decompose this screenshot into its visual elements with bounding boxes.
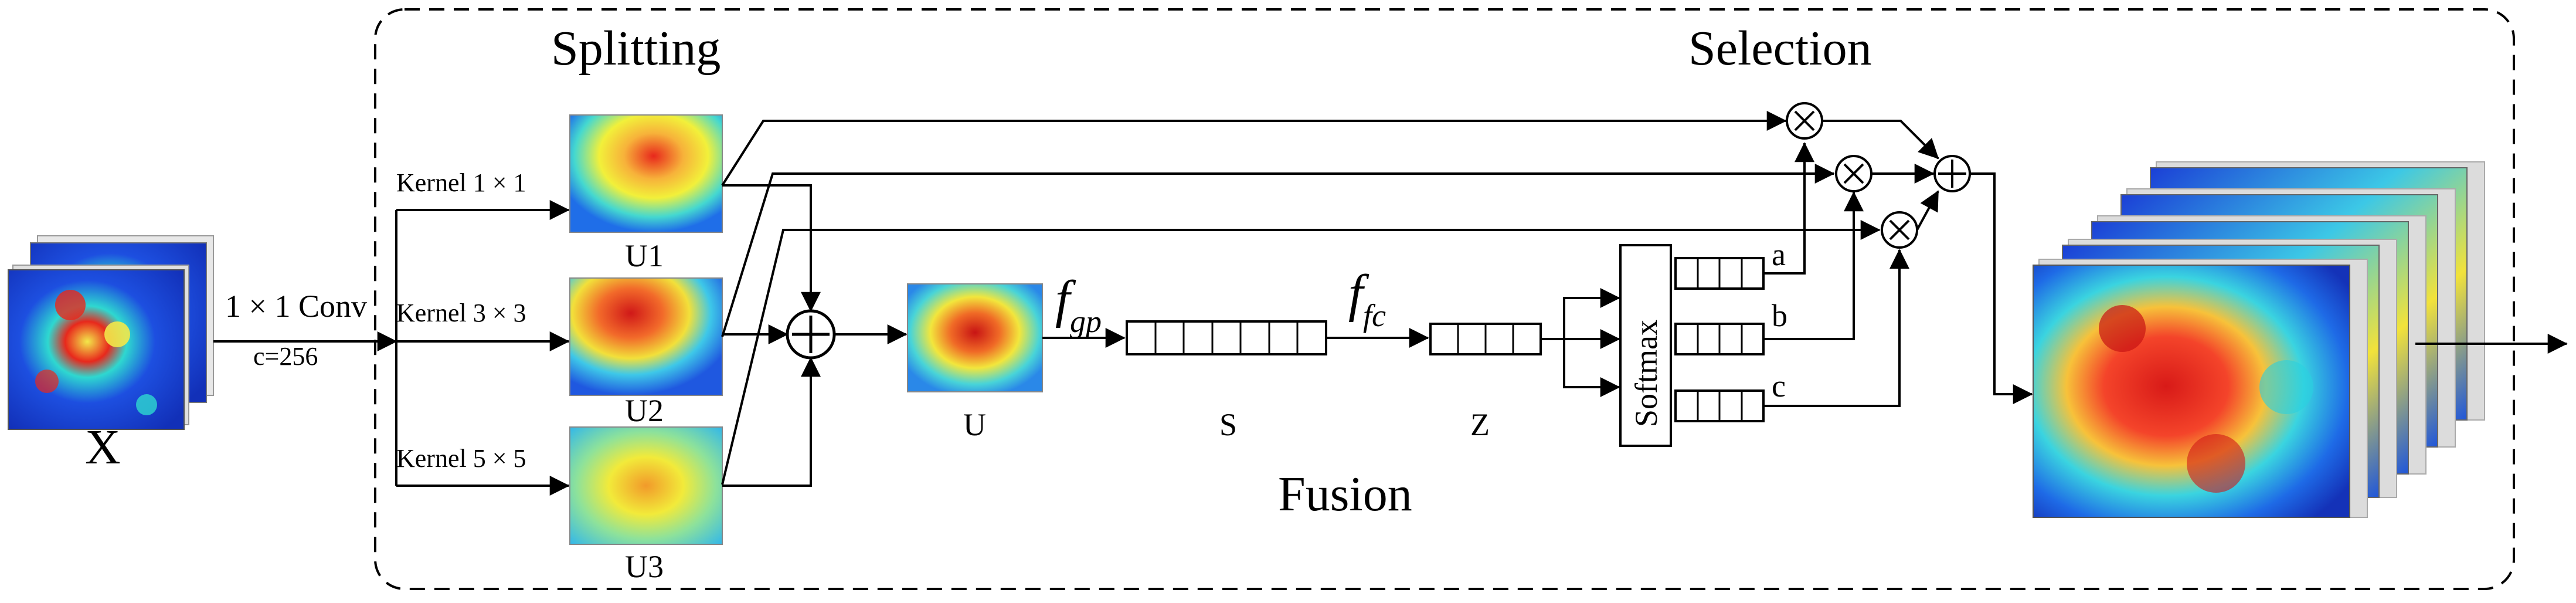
s-vector — [1126, 320, 1327, 355]
u-feature-map — [907, 283, 1043, 392]
multiply-node-c — [1881, 211, 1918, 249]
input-feature-map-x — [8, 235, 214, 430]
s-label: S — [1219, 407, 1237, 442]
multiply-node-b — [1835, 155, 1872, 192]
u1-label: U1 — [625, 238, 664, 273]
attention-vector-b — [1674, 323, 1765, 355]
weight-c-label: c — [1772, 368, 1786, 404]
attention-vector-c — [1674, 389, 1765, 422]
u2-label: U2 — [625, 393, 664, 428]
a-to-multiply — [1763, 142, 1814, 275]
softmax-label: Softmax — [1629, 320, 1664, 427]
multiply-a-to-sum — [1822, 120, 1939, 160]
selection-title: Selection — [1688, 21, 1872, 76]
u1-to-sum — [722, 184, 821, 312]
z-to-softmax-top — [1563, 288, 1620, 339]
module-border — [374, 8, 2515, 590]
softmax-box — [1619, 244, 1672, 447]
u3-label: U3 — [625, 549, 664, 584]
sum-to-output — [1970, 172, 2033, 404]
fgp-label: fgp — [1055, 270, 1102, 339]
sum-node — [786, 309, 836, 360]
multiply-node-a — [1786, 102, 1823, 140]
channels-label: c=256 — [253, 342, 318, 371]
b-to-multiply — [1763, 191, 1864, 340]
u3-feature-map — [569, 426, 723, 545]
c-to-multiply — [1763, 249, 1909, 407]
splitting-title: Splitting — [551, 21, 721, 76]
fusion-title: Fusion — [1278, 467, 1412, 521]
final-sum-node — [1933, 155, 1971, 192]
output-feature-maps — [2033, 161, 2485, 518]
input-label: X — [85, 420, 121, 475]
u1-feature-map — [569, 114, 723, 233]
u-label: U — [963, 407, 986, 442]
weight-a-label: a — [1772, 237, 1786, 272]
u2-to-multiply — [721, 164, 1835, 337]
u2-feature-map — [569, 277, 723, 396]
kernel5-label: Kernel 5 × 5 — [396, 444, 526, 473]
multiply-c-to-sum — [1916, 190, 1939, 231]
ffc-label: ffc — [1348, 265, 1386, 333]
z-to-softmax-bot — [1563, 339, 1620, 397]
u3-to-multiply — [721, 220, 1881, 485]
kernel1-label: Kernel 1 × 1 — [396, 168, 526, 197]
kernel3-label: Kernel 3 × 3 — [396, 299, 526, 327]
u1-to-multiply — [721, 111, 1787, 187]
z-vector — [1429, 323, 1542, 355]
weight-b-label: b — [1772, 298, 1787, 333]
u3-to-sum — [722, 357, 821, 487]
attention-vector-a — [1674, 257, 1765, 290]
z-label: Z — [1470, 407, 1490, 442]
conv-label: 1 × 1 Conv — [225, 289, 367, 324]
